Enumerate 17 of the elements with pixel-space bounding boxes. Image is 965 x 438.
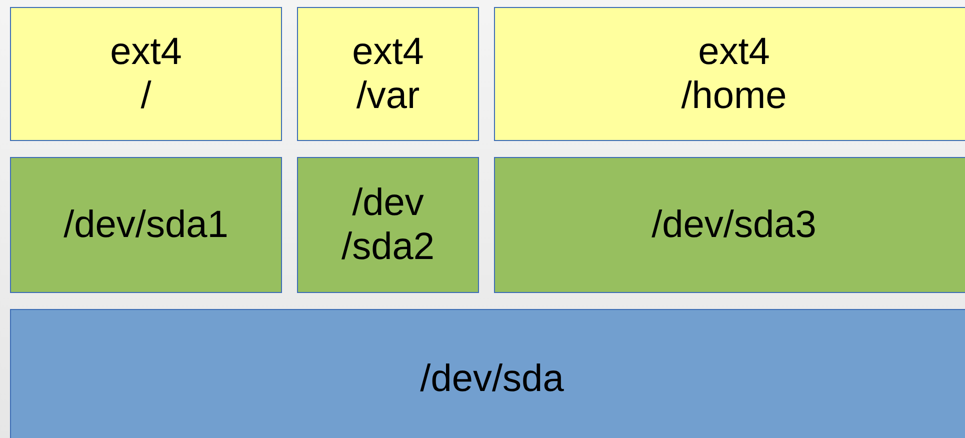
block-box [10,7,282,141]
block-box [10,157,282,293]
block-label: /dev/sda3 [652,203,816,247]
block-label: /var [356,74,420,118]
block-label: /home [681,74,787,118]
block-label: /dev/sda [420,357,564,401]
block-label: ext4 [698,30,770,74]
block-label: /dev /sda2 [340,181,436,269]
block-box [10,309,965,438]
block-box [297,157,479,293]
block-label: ext4 [110,30,182,74]
block-box [494,157,965,293]
block-label: ext4 [352,30,424,74]
block-label: /dev/sda1 [64,203,228,247]
block-label: / [140,74,152,118]
block-box [297,7,479,141]
block-box [494,7,965,141]
